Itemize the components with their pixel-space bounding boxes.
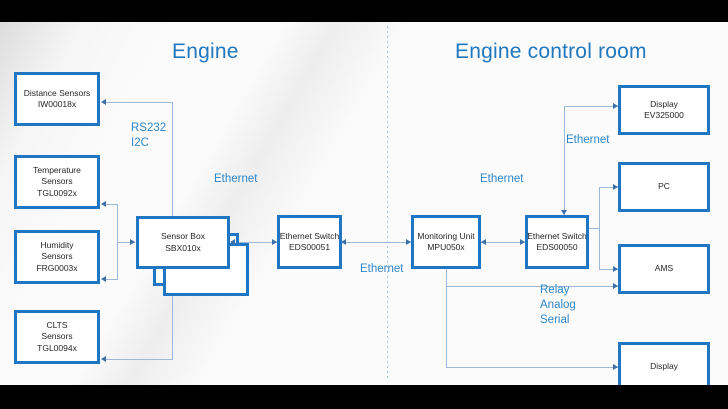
arrowhead-clts-sensors bbox=[101, 355, 106, 362]
connector-sensorbox-riser bbox=[172, 102, 173, 219]
arrowhead-sensorbox-right bbox=[230, 238, 235, 245]
caption-ethernet-midlow: Ethernet bbox=[360, 263, 404, 275]
node-display-bottom[interactable]: Display bbox=[618, 342, 710, 385]
arrowhead-temperature-sensors bbox=[101, 200, 106, 207]
node-ethernet-switch-right-line2: EDS00050 bbox=[536, 242, 578, 252]
arrowhead-switch-right-top bbox=[560, 210, 567, 215]
node-clts-sensors-line1: CLTS bbox=[46, 319, 68, 330]
connector-to-display-ev325000 bbox=[564, 106, 618, 107]
node-monitoring-unit-line1: Monitoring Unit bbox=[417, 230, 475, 241]
connector-humidity-sensors bbox=[106, 279, 118, 280]
node-monitoring-unit[interactable]: Monitoring Unit MPU050x bbox=[411, 215, 481, 269]
node-distance-sensors-line2: IW00018x bbox=[37, 99, 77, 109]
arrowhead-ams bbox=[613, 265, 618, 272]
arrowhead-display-ev325000 bbox=[613, 102, 618, 109]
letterbox-top bbox=[0, 0, 728, 22]
connector-to-pc bbox=[599, 187, 618, 188]
node-humidity-sensors-line1: Humidity bbox=[40, 239, 74, 250]
zone-title-control-room: Engine control room bbox=[455, 40, 647, 63]
node-ethernet-switch-left-line1: Ethernet Switch bbox=[279, 230, 340, 241]
node-ethernet-switch-left-line2: EDS00051 bbox=[288, 242, 331, 252]
node-distance-sensors-line1: Distance Sensors bbox=[23, 87, 91, 98]
letterbox-bottom bbox=[0, 385, 728, 409]
node-ethernet-switch-right[interactable]: Ethernet Switch EDS00050 bbox=[525, 215, 589, 269]
node-sensor-box[interactable]: Sensor Box SBX010x bbox=[136, 216, 230, 269]
node-ams[interactable]: AMS bbox=[618, 244, 710, 294]
connector-bus-to-sensorbox bbox=[117, 242, 135, 243]
caption-i2c: I2C bbox=[131, 137, 149, 150]
connector-to-display-bottom bbox=[446, 367, 618, 368]
connector-clts-riser bbox=[172, 242, 173, 359]
arrowhead-switch-left-right-side bbox=[341, 238, 346, 245]
caption-analog: Analog bbox=[540, 299, 576, 312]
connector-sensor-bus-vertical bbox=[117, 204, 118, 279]
caption-relay: Relay bbox=[540, 284, 570, 296]
caption-serial: Serial bbox=[540, 314, 570, 327]
arrowhead-monitoring-right-side bbox=[481, 238, 486, 245]
node-distance-sensors[interactable]: Distance Sensors IW00018x bbox=[14, 72, 100, 126]
arrowhead-humidity-sensors bbox=[101, 275, 106, 282]
node-temperature-sensors-line1: Temperature bbox=[33, 164, 81, 175]
node-ams-line1: AMS bbox=[654, 263, 674, 274]
caption-relay-analog-serial: Relay Analog Serial bbox=[540, 283, 576, 329]
connector-sensorbox-to-switch-left bbox=[229, 242, 277, 243]
zone-divider bbox=[387, 26, 388, 381]
caption-ethernet-monitoring: Ethernet bbox=[480, 173, 524, 185]
node-display-bottom-line1: Display bbox=[650, 361, 678, 372]
connector-distance-sensors bbox=[106, 102, 173, 103]
arrowhead-pc bbox=[613, 183, 618, 190]
arrowhead-sensorbox-left bbox=[130, 238, 135, 245]
zone-title-engine: Engine bbox=[172, 40, 239, 63]
arrowhead-monitoring-in bbox=[406, 238, 411, 245]
arrowhead-ams-serial bbox=[613, 282, 618, 289]
node-temperature-sensors-line3: TGL0092x bbox=[37, 187, 77, 198]
connector-to-ams bbox=[599, 269, 618, 270]
node-humidity-sensors-line3: FRG0003x bbox=[36, 262, 78, 273]
node-display-ev325000[interactable]: Display EV325000 bbox=[618, 85, 710, 135]
node-sensor-box-line2: SBX010x bbox=[165, 242, 201, 253]
node-pc-line1: PC bbox=[658, 181, 670, 192]
node-clts-sensors-line2: Sensors bbox=[41, 331, 73, 342]
node-clts-sensors[interactable]: CLTS Sensors TGL0094x bbox=[14, 310, 100, 364]
node-ethernet-switch-left[interactable]: Ethernet Switch EDS00051 bbox=[277, 215, 342, 269]
node-humidity-sensors[interactable]: Humidity Sensors FRG0003x bbox=[14, 230, 100, 284]
caption-rs232-i2c: RS232 I2C bbox=[131, 121, 166, 151]
node-display-ev325000-line2: EV325000 bbox=[644, 110, 684, 120]
connector-switch-right-riser bbox=[564, 106, 565, 216]
node-temperature-sensors-line2: Sensors bbox=[41, 176, 73, 187]
node-humidity-sensors-line2: Sensors bbox=[41, 251, 73, 262]
connector-monitoring-drop bbox=[446, 265, 447, 286]
connector-temperature-sensors bbox=[106, 204, 118, 205]
connector-monitoring-to-ams bbox=[446, 286, 618, 287]
node-ethernet-switch-right-line1: Ethernet Switch bbox=[527, 230, 587, 241]
caption-rs232: RS232 bbox=[131, 122, 167, 134]
slide-canvas: Engine Engine control room bbox=[0, 22, 728, 385]
caption-ethernet-sensorbox: Ethernet bbox=[214, 173, 258, 185]
node-display-ev325000-line1: Display bbox=[650, 98, 678, 109]
node-monitoring-unit-line2: MPU050x bbox=[427, 242, 465, 252]
connector-switch-left-to-monitoring bbox=[341, 242, 411, 243]
node-clts-sensors-line3: TGL0094x bbox=[37, 342, 77, 353]
connector-monitoring-to-switch-right bbox=[481, 242, 525, 243]
arrowhead-switch-right-in bbox=[520, 238, 525, 245]
arrowhead-distance-sensors bbox=[101, 98, 106, 105]
arrowhead-display-bottom bbox=[613, 363, 618, 370]
node-pc[interactable]: PC bbox=[618, 162, 710, 212]
connector-switch-right-to-bus bbox=[588, 228, 600, 229]
arrowhead-switch-left-in bbox=[272, 238, 277, 245]
node-sensor-box-line1: Sensor Box bbox=[161, 231, 205, 242]
caption-ethernet-display: Ethernet bbox=[566, 134, 610, 146]
connector-clts-sensors bbox=[106, 359, 173, 360]
connector-serial-drop bbox=[446, 286, 447, 367]
node-temperature-sensors[interactable]: Temperature Sensors TGL0092x bbox=[14, 155, 100, 209]
